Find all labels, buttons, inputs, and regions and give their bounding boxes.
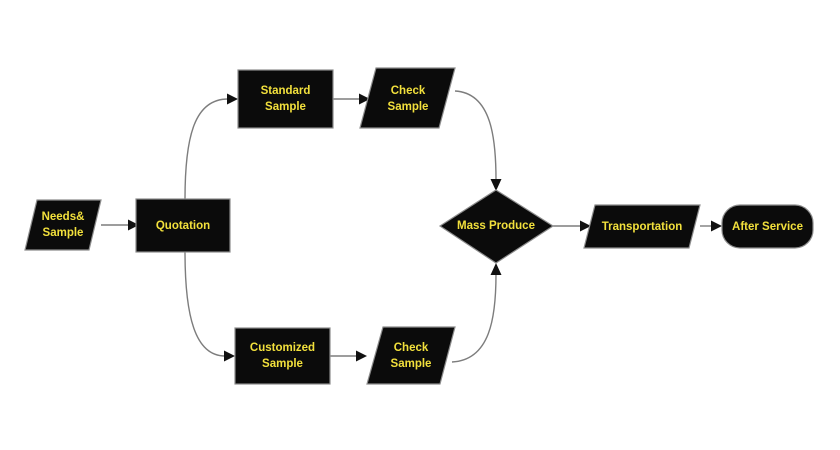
arrowhead-icon bbox=[711, 220, 722, 232]
arrowhead-icon bbox=[490, 179, 502, 191]
node-needs-sample[interactable]: Needs& Sample bbox=[24, 199, 102, 251]
edge-quotation-to-customized-sample bbox=[184, 251, 235, 362]
parallelogram-shape bbox=[24, 199, 102, 251]
parallelogram-shape bbox=[583, 204, 701, 249]
edge-customized-sample-to-check-sample bbox=[330, 350, 367, 362]
edge-standard-sample-to-check-sample bbox=[333, 93, 370, 105]
arrowhead-icon bbox=[580, 220, 591, 232]
parallelogram-shape bbox=[366, 326, 456, 385]
node-after-service[interactable]: After Service bbox=[721, 204, 814, 249]
edge-line bbox=[184, 98, 229, 200]
node-customized-sample[interactable]: Customized Sample bbox=[234, 327, 331, 385]
arrowhead-icon bbox=[359, 93, 370, 105]
edge-needs-to-quotation bbox=[101, 219, 139, 231]
parallelogram-shape bbox=[359, 67, 456, 129]
edge-line bbox=[184, 251, 226, 357]
arrowhead-icon bbox=[356, 350, 367, 362]
edge-check-sample-lower-to-mass-produce bbox=[451, 263, 502, 363]
edge-line bbox=[454, 90, 497, 181]
diamond-shape bbox=[438, 189, 555, 264]
node-standard-sample[interactable]: Standard Sample bbox=[237, 69, 334, 129]
arrowhead-icon bbox=[128, 219, 139, 231]
arrowhead-icon bbox=[490, 263, 502, 275]
edge-line bbox=[451, 273, 497, 363]
node-quotation[interactable]: Quotation bbox=[135, 198, 231, 253]
edge-transportation-to-after-service bbox=[700, 220, 722, 232]
edge-check-sample-upper-to-mass-produce bbox=[454, 90, 502, 191]
edge-quotation-to-standard-sample bbox=[184, 93, 238, 200]
rectangle-shape bbox=[234, 327, 331, 385]
rectangle-shape bbox=[237, 69, 334, 129]
rounded-rectangle-shape bbox=[721, 204, 814, 249]
node-check-sample-customized[interactable]: Check Sample bbox=[366, 326, 456, 385]
arrowhead-icon bbox=[227, 93, 238, 105]
node-transportation[interactable]: Transportation bbox=[583, 204, 701, 249]
edge-mass-produce-to-transportation bbox=[553, 220, 591, 232]
arrowhead-icon bbox=[224, 350, 235, 362]
rectangle-shape bbox=[135, 198, 231, 253]
node-check-sample-standard[interactable]: Check Sample bbox=[359, 67, 456, 129]
node-mass-produce[interactable]: Mass Produce bbox=[438, 189, 555, 264]
